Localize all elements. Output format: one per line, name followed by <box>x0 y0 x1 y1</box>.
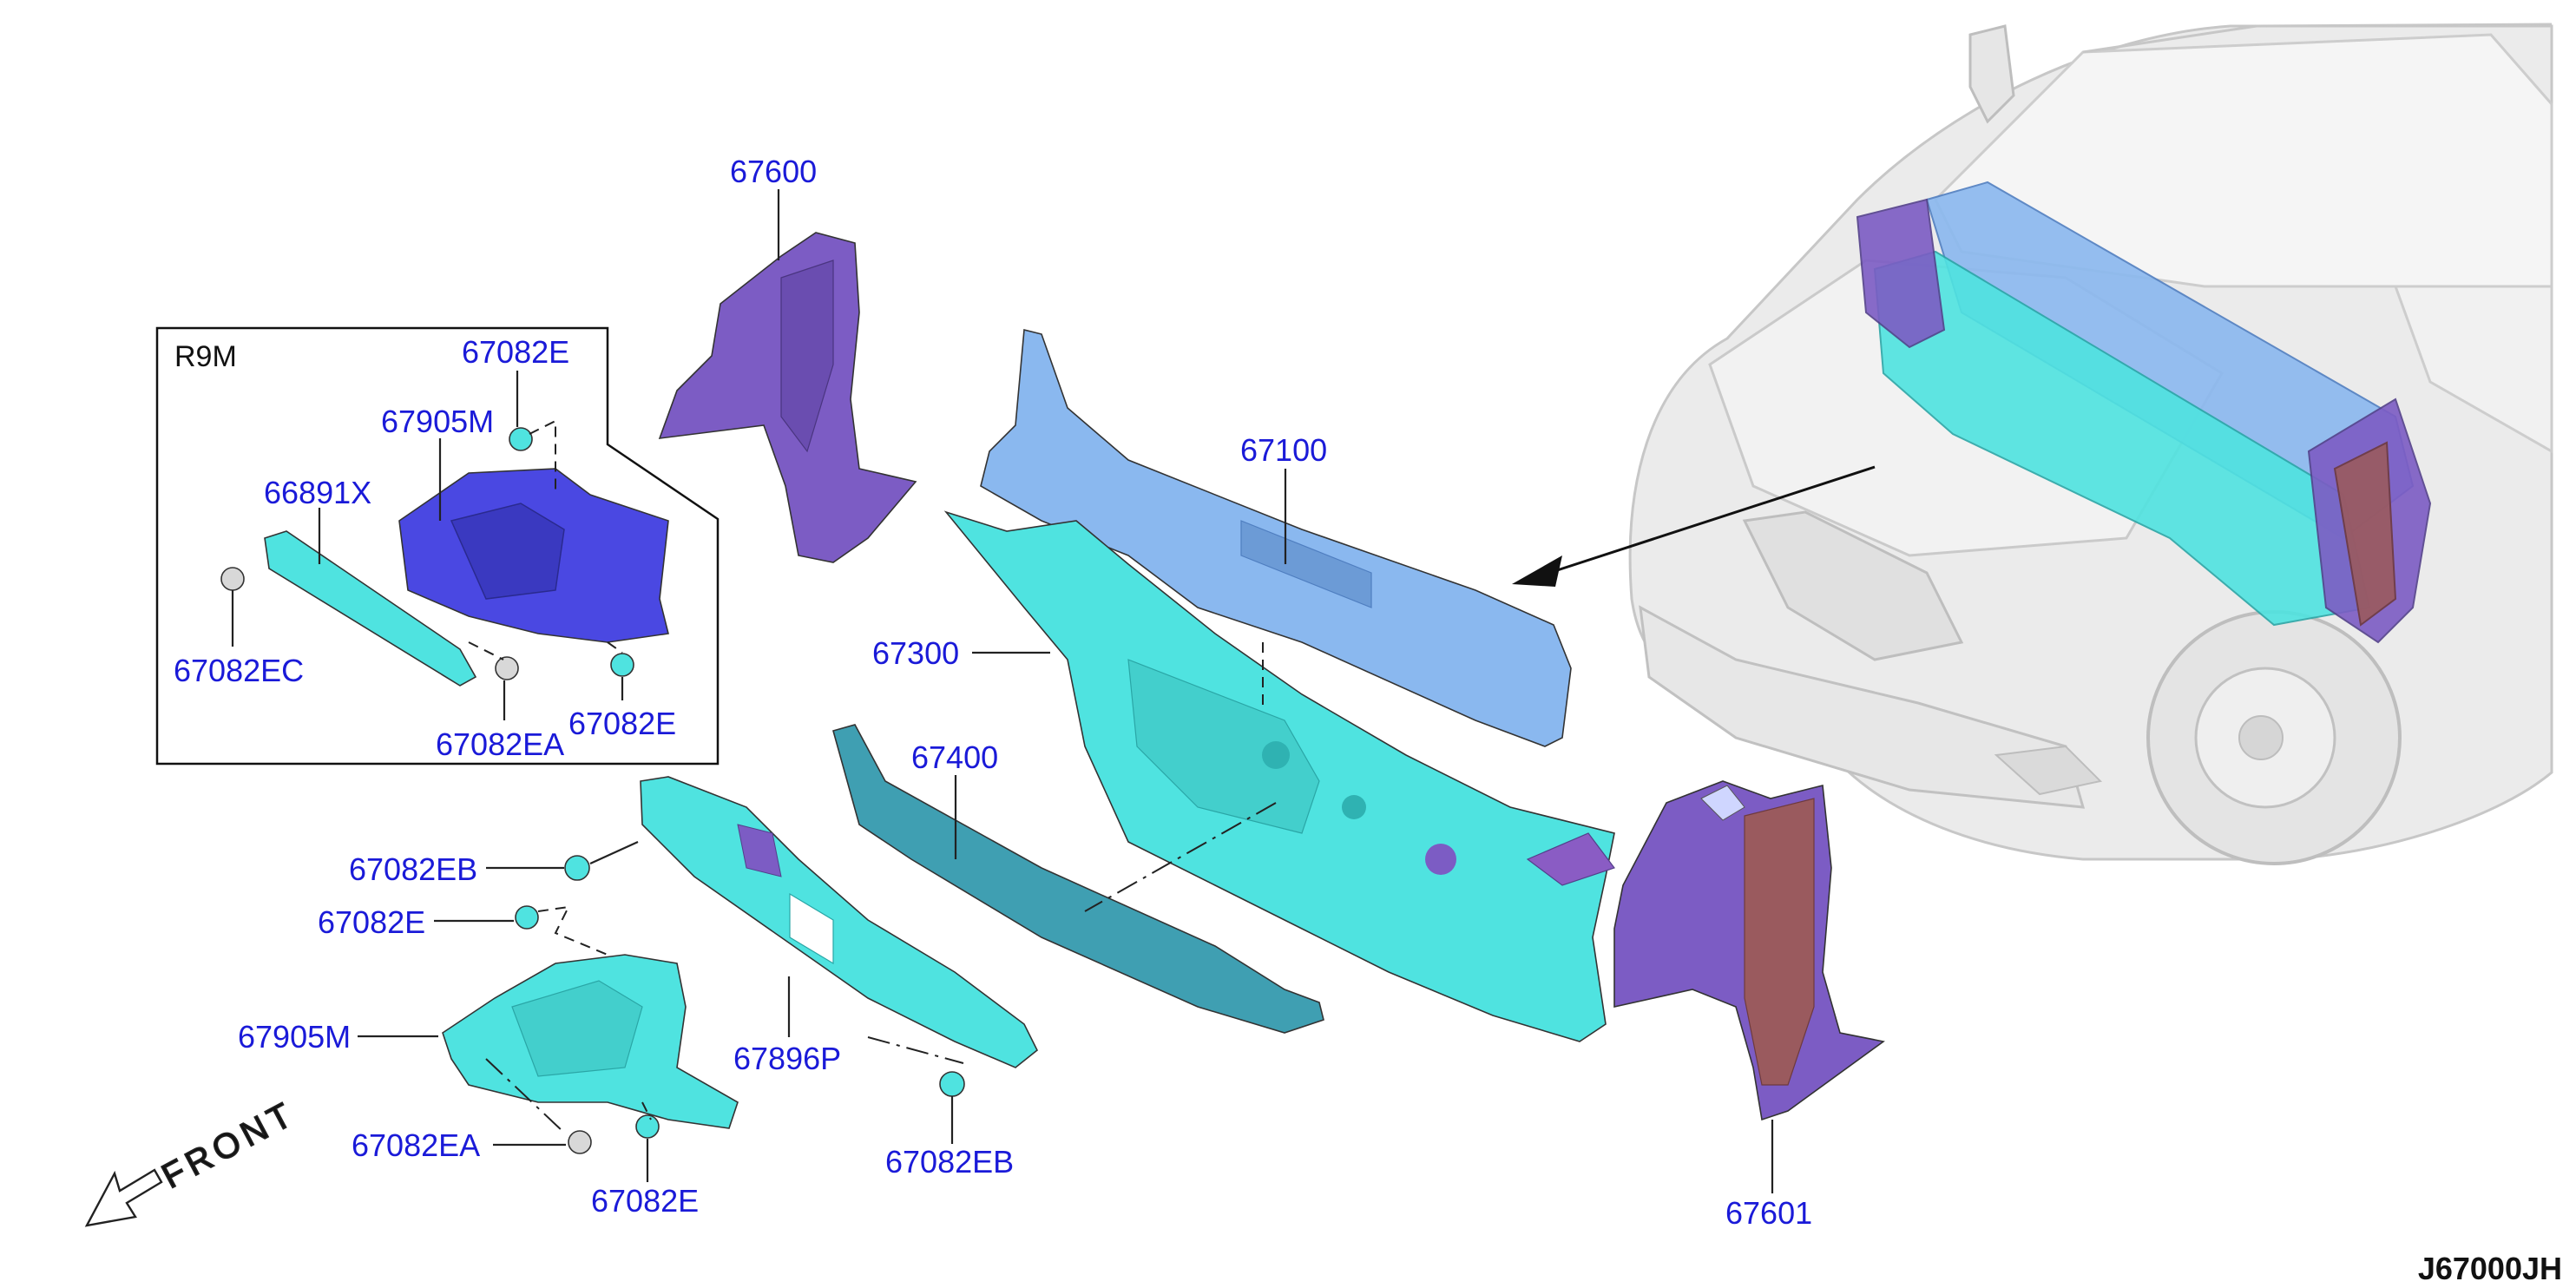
label-i67082E-top: 67082E <box>462 334 569 370</box>
clip-67082EA-lower[interactable] <box>568 1130 592 1154</box>
label-67082EB-lower: 67082EB <box>885 1144 1014 1180</box>
chain-dash-to-crossmember <box>1084 802 1277 912</box>
label-i67082EA: 67082EA <box>436 726 564 762</box>
label-67082EA: 67082EA <box>352 1127 480 1163</box>
clip-67082E-lower[interactable] <box>635 1114 660 1139</box>
part-67601-inner <box>1744 798 1815 1086</box>
inset-label: R9M <box>174 340 237 373</box>
part-67100-vent <box>1240 520 1372 608</box>
label-67600: 67600 <box>730 154 817 189</box>
chain-67896P-to-clip <box>867 1036 964 1064</box>
chain-67905M-to-clip <box>485 1058 565 1134</box>
label-67905M: 67905M <box>238 1019 351 1055</box>
part-67300-hole-3 <box>1425 844 1456 875</box>
part-67400[interactable] <box>832 724 1324 1034</box>
car-roof-line <box>2082 23 2553 54</box>
vehicle-highlighted-parts <box>1856 181 2432 644</box>
car-headlight <box>1994 745 2103 796</box>
part-67300-recess <box>1127 659 1320 834</box>
part-67600-detail <box>780 260 834 453</box>
clip-67082EA-inset[interactable] <box>495 656 519 680</box>
part-67300-hole-2 <box>1342 795 1366 819</box>
part-67905M-detail <box>511 980 643 1077</box>
clip-67082EC[interactable] <box>220 567 245 591</box>
car-mirror <box>1968 24 2015 124</box>
car-wheel-center <box>2238 715 2284 760</box>
label-67896P: 67896P <box>733 1041 841 1076</box>
part-67896P-opening <box>789 892 834 965</box>
part-67896P[interactable] <box>640 776 1039 1068</box>
label-67082EB-upper: 67082EB <box>349 851 477 887</box>
clip-67082E-upper[interactable] <box>515 905 539 930</box>
leader-67082EB-up-to-part <box>589 840 639 865</box>
part-66891X[interactable] <box>264 530 477 687</box>
dash-i-top <box>529 419 556 495</box>
label-67082E-upper: 67082E <box>318 904 425 940</box>
inset-frame <box>155 326 720 766</box>
label-67601: 67601 <box>1725 1195 1812 1231</box>
dash-clip-67082E-upper <box>537 905 608 956</box>
label-i67082EC: 67082EC <box>174 653 304 688</box>
clip-67082EB-upper[interactable] <box>564 855 590 881</box>
car-dash-panel <box>1873 250 2371 627</box>
car-side-window <box>2393 285 2553 454</box>
front-direction-indicator: FRONT <box>84 1094 303 1227</box>
label-67100: 67100 <box>1240 432 1327 468</box>
front-arrow-icon <box>84 1168 163 1227</box>
car-side-member-left <box>1856 198 1946 349</box>
part-67300-hole-1 <box>1262 741 1290 769</box>
clip-67082E-inset-bottom[interactable] <box>610 653 634 677</box>
clip-67082EB-lower[interactable] <box>939 1071 965 1097</box>
part-67601-cap <box>1700 785 1745 821</box>
car-side-member-inner <box>2333 441 2397 627</box>
location-arrow <box>1512 465 1876 587</box>
label-67400: 67400 <box>911 739 998 775</box>
part-67896P-inner <box>737 824 782 877</box>
label-67082E-lower: 67082E <box>591 1183 699 1219</box>
dash-67905M-to-clip-E <box>641 1101 652 1120</box>
car-bumper <box>1639 605 2086 809</box>
label-i67905M: 67905M <box>381 404 494 439</box>
label-i66891X: 66891X <box>264 475 371 510</box>
label-i67082E-bottom: 67082E <box>568 706 676 741</box>
r9m-inset: R9M 67082E 67905M 66891X 67082EC 67082EA… <box>155 326 720 766</box>
car-grille <box>1742 510 1964 661</box>
part-67300-purple-tab <box>1526 832 1615 886</box>
front-label: FRONT <box>156 1094 303 1196</box>
part-67905M-inset-detail <box>450 503 565 600</box>
diagram-code: J67000JH <box>2418 1251 2562 1286</box>
label-67300: 67300 <box>872 635 959 671</box>
clip-67082E-inset-top[interactable] <box>509 427 533 451</box>
dash-i-bottom <box>468 641 623 660</box>
